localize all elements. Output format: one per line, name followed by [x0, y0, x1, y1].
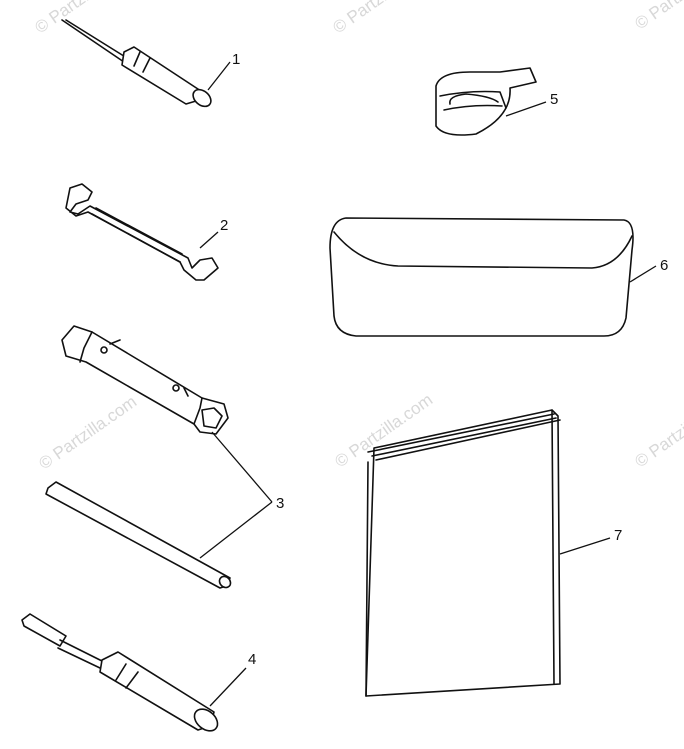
watermark-top-right: © Partzilla.com: [631, 0, 684, 33]
part-tommy-bar[interactable]: [45, 481, 233, 590]
watermark-top-mid: © Partzilla.com: [329, 0, 434, 37]
callout-2: 2: [220, 217, 228, 234]
watermark-right: © Partzilla.com: [631, 390, 684, 471]
part-strap[interactable]: [435, 67, 547, 136]
callout-1: 1: [232, 51, 240, 68]
part-wrench[interactable]: [65, 183, 219, 281]
leader-3b: [199, 501, 273, 559]
callout-5: 5: [550, 91, 558, 108]
part-screwdriver[interactable]: [61, 19, 231, 110]
part-tool-pouch[interactable]: [329, 217, 657, 337]
callout-4: 4: [248, 651, 256, 668]
part-box-wrench[interactable]: [61, 325, 229, 435]
callout-6: 6: [660, 257, 668, 274]
part-manual[interactable]: [365, 409, 611, 697]
leader-3a: [211, 431, 273, 503]
watermark-center: © Partzilla.com: [35, 392, 140, 473]
callout-3: 3: [276, 495, 284, 512]
callout-7: 7: [614, 527, 622, 544]
part-combination-screwdriver[interactable]: [21, 613, 247, 735]
